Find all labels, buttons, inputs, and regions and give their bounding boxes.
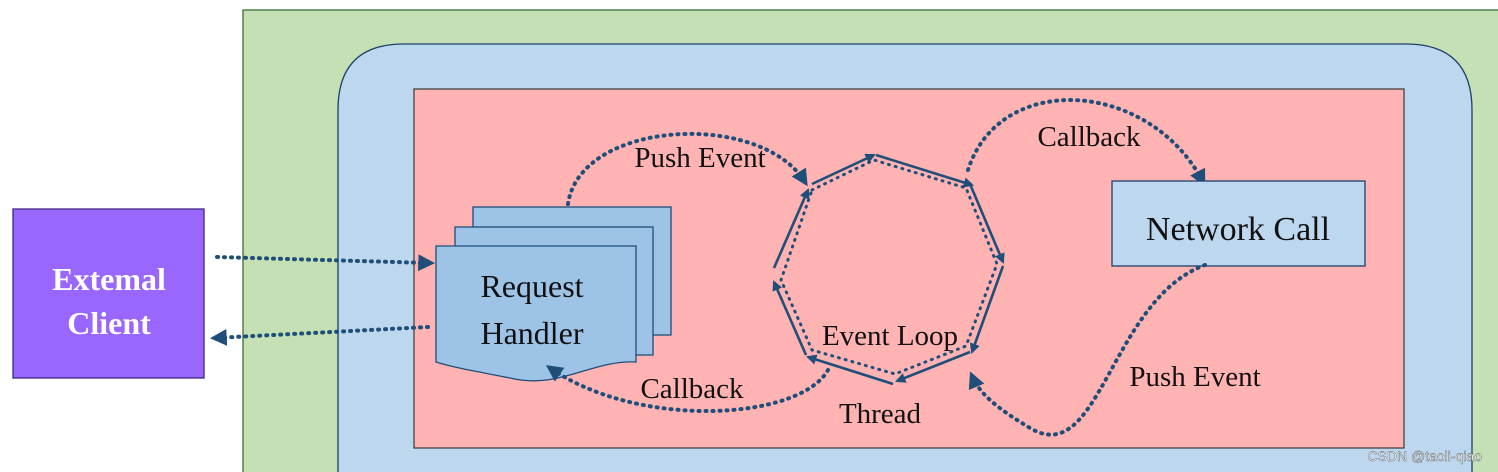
event-loop-label: Event Loop [822, 320, 958, 352]
push-event-label-top: Push Event [634, 142, 765, 174]
push-event-arrow-top [566, 132, 808, 206]
network-call-label: Network Call [1146, 211, 1330, 248]
client-label-line1: Extemal [52, 261, 166, 297]
thread-label: Thread [839, 398, 922, 430]
client-label-line2: Client [67, 305, 151, 341]
request-arrow [215, 254, 436, 272]
callback-label-top: Callback [1037, 121, 1141, 153]
handler-label-line1: Request [480, 268, 583, 304]
response-arrow [209, 325, 430, 346]
callback-label-bottom: Callback [640, 373, 744, 405]
callback-arrow-top [966, 98, 1206, 187]
push-event-arrow-bottom [968, 263, 1207, 437]
event-loop-ring [772, 153, 1005, 386]
watermark: CSDN @taoli-qiao [1367, 448, 1482, 464]
handler-label-line2: Handler [480, 315, 583, 351]
callback-arrow-bottom [545, 365, 830, 414]
network-call-box: Network Call [1111, 180, 1366, 267]
push-event-label-bottom: Push Event [1129, 361, 1260, 393]
request-handler-stack: Request Handler [435, 206, 672, 382]
external-client-box: Extemal Client [12, 208, 205, 379]
